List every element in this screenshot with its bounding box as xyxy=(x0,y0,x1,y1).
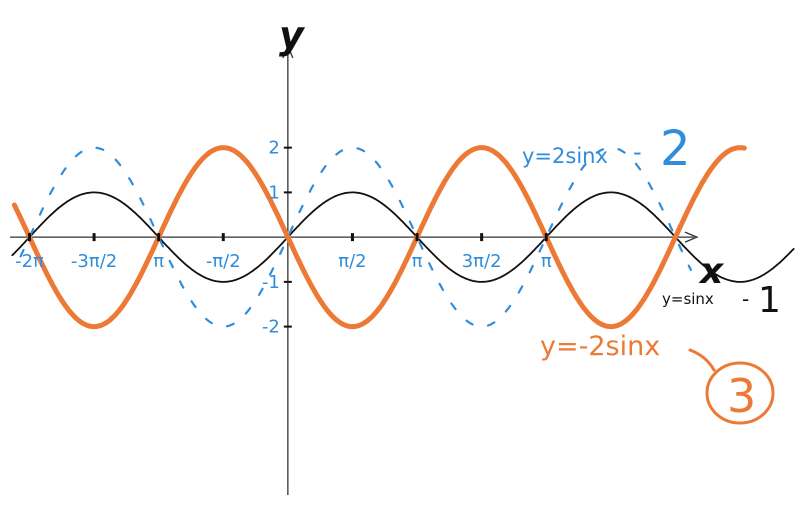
label-number-3: 3 xyxy=(727,369,756,423)
x-axis-label: x xyxy=(698,251,725,292)
label-tick-neg2sinx xyxy=(688,348,716,372)
label-y-sinx: y=sinx xyxy=(662,290,714,308)
dash-sinx: - xyxy=(742,287,749,311)
y-tick-label: 1 xyxy=(268,182,279,203)
label-number-2: 2 xyxy=(660,121,691,177)
x-tick-label: π xyxy=(153,251,164,272)
y-tick-label: -2 xyxy=(262,317,280,338)
circle-around-3 xyxy=(705,361,775,425)
series-line-y-sinx xyxy=(11,191,795,283)
x-tick-label: -3π/2 xyxy=(71,251,117,272)
x-tick-label: π xyxy=(412,251,423,272)
label-y-2sinx: y=2sinx xyxy=(522,144,608,168)
y-axis-arrow xyxy=(282,44,294,59)
ticks-group: -2π -3π/2 -π/2 π π/2 π 3π/2 π 2 1 -1 -2 xyxy=(15,138,552,338)
series-line-y-2sinx xyxy=(19,146,692,328)
curves-group xyxy=(11,145,795,330)
y-tick-label: -1 xyxy=(262,272,280,293)
dash-2sinx: - xyxy=(633,138,642,166)
x-tick-label: -π/2 xyxy=(206,251,241,272)
x-tick-label: π/2 xyxy=(338,251,366,272)
label-y-neg2sinx: y=-2sinx xyxy=(540,331,660,362)
series-line-y-2sinx xyxy=(11,145,747,330)
x-tick-label: π xyxy=(541,251,552,272)
y-tick-label: 2 xyxy=(268,138,279,159)
x-tick-label: -2π xyxy=(15,251,44,272)
x-axis-arrow xyxy=(684,231,699,243)
x-tick-label: 3π/2 xyxy=(462,251,502,272)
label-number-1: 1 xyxy=(758,280,781,321)
y-axis-label: y xyxy=(279,13,306,57)
